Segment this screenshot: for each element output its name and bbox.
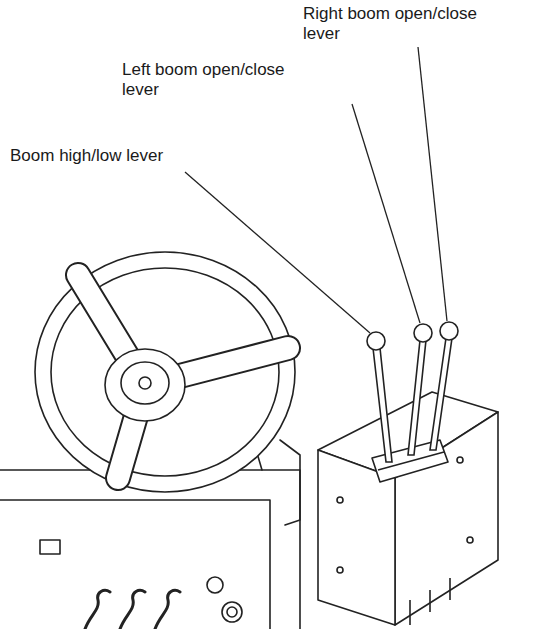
part-label: Left boom open/close lever: [122, 60, 317, 100]
part-label: Right boom open/close lever: [303, 4, 503, 44]
leader-line: [352, 104, 420, 323]
leader-line: [185, 172, 370, 333]
part-label: Boom high/low lever: [10, 146, 270, 166]
leader-line: [418, 47, 447, 321]
